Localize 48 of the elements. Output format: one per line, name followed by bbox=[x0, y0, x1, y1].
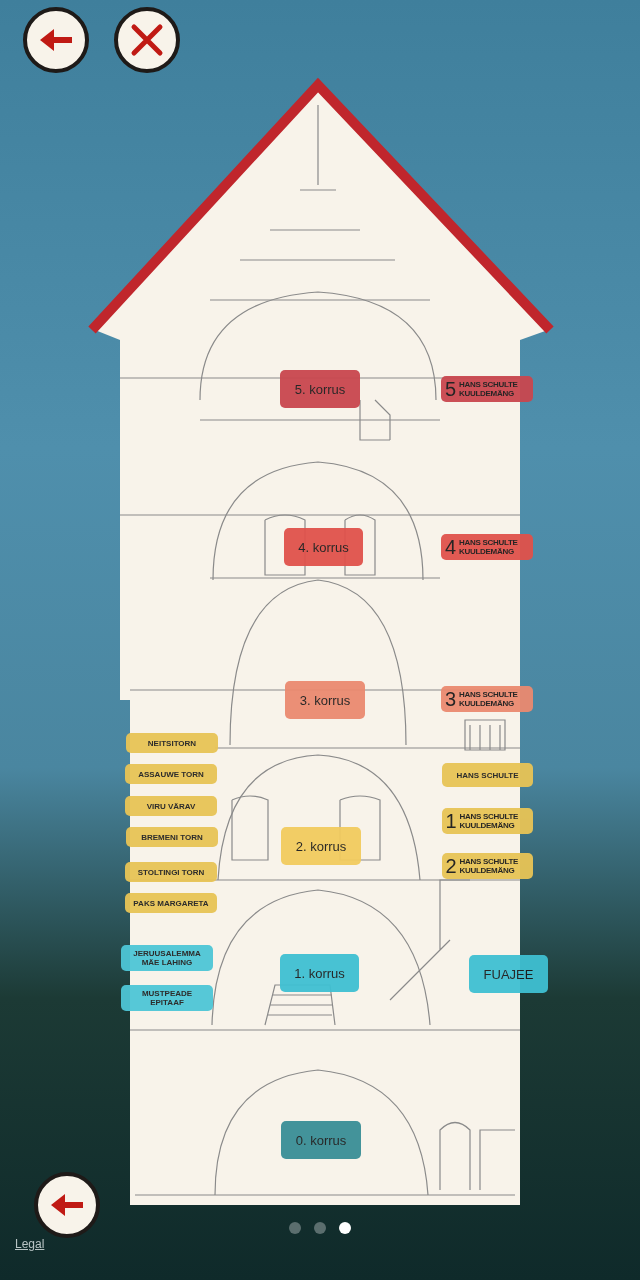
tag-label: HANS SCHULTE bbox=[456, 770, 519, 780]
episode-number: 5 bbox=[444, 379, 457, 399]
floor-label: FUAJEE bbox=[483, 967, 534, 981]
tag-label: STOLTINGI TORN bbox=[137, 867, 205, 877]
exhibit-tag bbox=[125, 764, 217, 784]
episode-number: 1 bbox=[445, 811, 457, 831]
exhibit-tag bbox=[441, 686, 533, 712]
tag-label: MUSTPEADE EPITAAF bbox=[140, 989, 194, 1007]
tag-label: ASSAUWE TORN bbox=[138, 769, 204, 779]
exhibit-tag bbox=[126, 733, 218, 753]
floor-label: 3. korrus bbox=[299, 693, 351, 707]
floor-button bbox=[469, 955, 548, 993]
exhibit-tag bbox=[442, 808, 533, 834]
exhibit-tag bbox=[125, 862, 217, 882]
episode-title: HANS SCHULTE KUULDEMÄNG bbox=[459, 857, 520, 875]
exhibit-tag bbox=[442, 853, 533, 879]
floor-button bbox=[281, 1121, 361, 1159]
exhibit-tag bbox=[125, 796, 217, 816]
episode-number: 4 bbox=[444, 537, 457, 557]
exhibit-tag bbox=[442, 763, 533, 787]
floor-button bbox=[284, 528, 363, 566]
floor-label: 5. korrus bbox=[294, 382, 346, 396]
episode-title: HANS SCHULTE KUULDEMÄNG bbox=[459, 690, 519, 708]
episode-number: 2 bbox=[445, 856, 457, 876]
exhibit-tag bbox=[126, 827, 218, 847]
exhibit-tag bbox=[121, 945, 213, 971]
episode-title: HANS SCHULTE KUULDEMÄNG bbox=[459, 538, 519, 556]
floor-button bbox=[280, 370, 360, 408]
exhibit-tag bbox=[121, 985, 213, 1011]
floor-label: 1. korrus bbox=[294, 966, 345, 980]
floor-label: 2. korrus bbox=[295, 839, 347, 853]
tag-label: BREMENI TORN bbox=[141, 832, 203, 842]
tag-label: JERUUSALEMMA MÄE LAHING bbox=[132, 949, 202, 967]
floor-label: 4. korrus bbox=[298, 540, 349, 554]
floor-label: 0. korrus bbox=[295, 1133, 347, 1147]
floor-button bbox=[285, 681, 365, 719]
episode-title: HANS SCHULTE KUULDEMÄNG bbox=[459, 380, 519, 398]
tag-label: VIRU VÄRAV bbox=[146, 801, 196, 811]
legal-link: Legal bbox=[15, 1236, 45, 1253]
exhibit-tag bbox=[441, 376, 533, 402]
floor-button bbox=[281, 827, 361, 865]
exhibit-tag bbox=[125, 893, 217, 913]
floor-button bbox=[280, 954, 359, 992]
tag-label: NEITSITORN bbox=[147, 738, 197, 748]
episode-number: 3 bbox=[444, 689, 457, 709]
exhibit-tag bbox=[441, 534, 533, 560]
tag-label: PAKS MARGARETA bbox=[133, 898, 209, 908]
episode-title: HANS SCHULTE KUULDEMÄNG bbox=[459, 812, 520, 830]
